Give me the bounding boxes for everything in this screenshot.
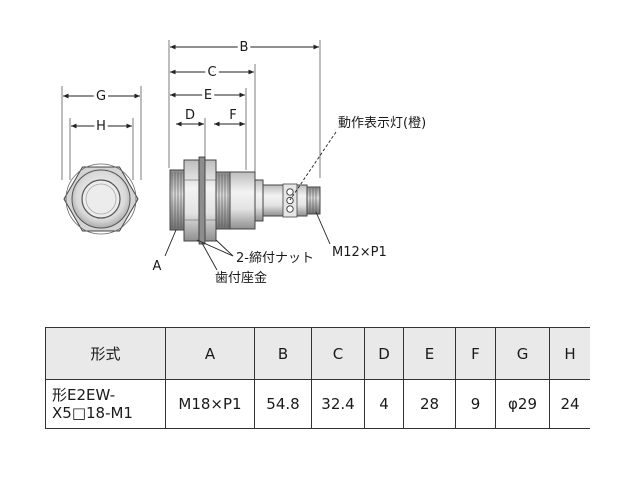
col-header-a: A bbox=[165, 327, 255, 380]
cell-model: 形E2EW- X5□18-M1 bbox=[45, 379, 166, 429]
dim-label-g: G bbox=[96, 89, 106, 104]
dim-label-h: H bbox=[96, 119, 106, 134]
col-header-b: B bbox=[254, 327, 312, 380]
cell-g: φ29 bbox=[495, 379, 550, 429]
indicator-hole-3 bbox=[286, 205, 294, 213]
col-header-f: F bbox=[455, 327, 496, 380]
nut-1 bbox=[183, 159, 200, 242]
col-header-e: E bbox=[403, 327, 456, 380]
indicator-hole-1 bbox=[286, 188, 294, 196]
cell-b: 54.8 bbox=[254, 379, 312, 429]
table-header-row: 形式 A B C D E F G H bbox=[45, 327, 590, 380]
cell-f: 9 bbox=[455, 379, 496, 429]
col-header-g: G bbox=[495, 327, 550, 380]
model-line-2: X5□18-M1 bbox=[52, 404, 133, 422]
dim-label-f: F bbox=[229, 108, 236, 123]
dim-label-e: E bbox=[204, 88, 212, 103]
cell-c: 32.4 bbox=[311, 379, 365, 429]
toothed-washer bbox=[198, 156, 206, 245]
nut-2 bbox=[204, 159, 217, 242]
col-header-d: D bbox=[364, 327, 404, 380]
sensing-face bbox=[81, 179, 121, 219]
dim-label-d: D bbox=[185, 108, 195, 123]
dimension-table: 形式 A B C D E F G H 形E2EW- X5□18-M1 M18×P… bbox=[45, 327, 590, 429]
col-header-c: C bbox=[311, 327, 365, 380]
cell-a: M18×P1 bbox=[165, 379, 255, 429]
note-thread: M12×P1 bbox=[332, 245, 387, 260]
dim-label-c: C bbox=[207, 65, 216, 80]
note-nut: 2-締付ナット bbox=[236, 250, 314, 266]
dim-label-b: B bbox=[240, 40, 249, 55]
cell-d: 4 bbox=[364, 379, 404, 429]
note-washer: 歯付座金 bbox=[215, 270, 267, 286]
dimension-drawing: G H B C E D F bbox=[61, 37, 427, 286]
dim-label-a: A bbox=[153, 259, 162, 274]
m12-connector bbox=[306, 186, 321, 215]
col-header-h: H bbox=[549, 327, 590, 380]
rear-body bbox=[229, 171, 256, 230]
cell-e: 28 bbox=[403, 379, 456, 429]
side-view: B C E D F bbox=[153, 37, 427, 286]
indicator-hole-2 bbox=[286, 196, 294, 205]
model-line-1: 形E2EW- bbox=[52, 386, 116, 404]
table-row: 形E2EW- X5□18-M1 M18×P1 54.8 32.4 4 28 9 … bbox=[45, 379, 590, 429]
front-view: G H bbox=[61, 86, 142, 235]
note-indicator: 動作表示灯(橙) bbox=[338, 116, 426, 131]
cell-h: 24 bbox=[549, 379, 590, 429]
col-header-model: 形式 bbox=[45, 327, 166, 380]
